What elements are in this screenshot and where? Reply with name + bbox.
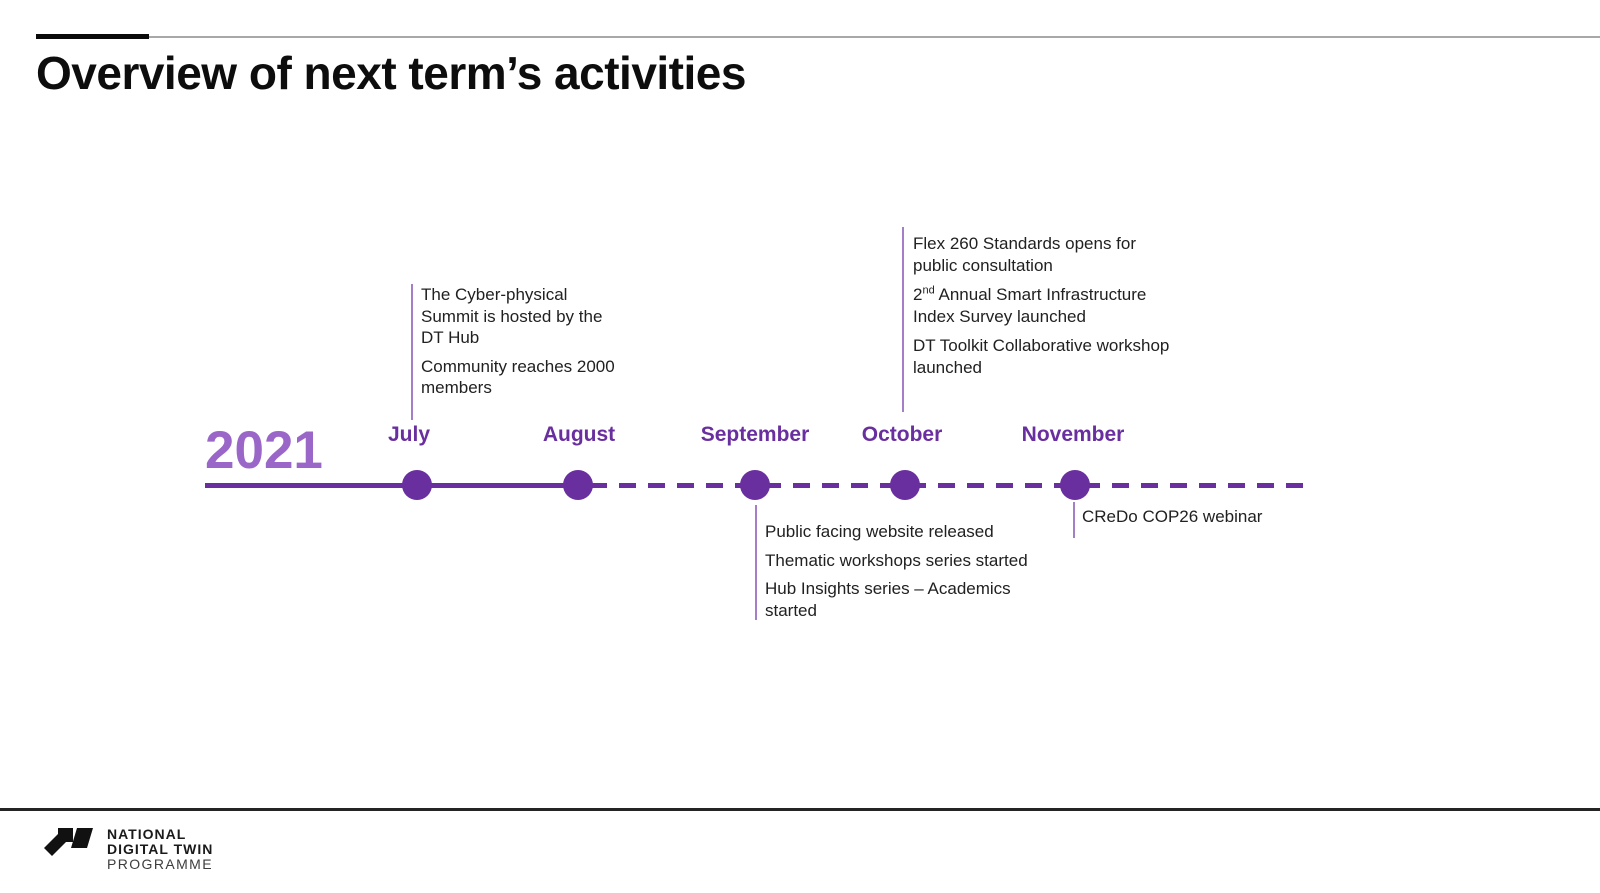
timeline-dot-august (563, 470, 593, 500)
timeline-dot-july (402, 470, 432, 500)
event-item: The Cyber-physical Summit is hosted by t… (421, 285, 603, 347)
month-label-september: September (700, 423, 810, 446)
timeline-line-dashed (590, 483, 1305, 488)
event-item: Community reaches 2000 members (421, 356, 615, 398)
event-group-july: The Cyber-physical Summit is hosted by t… (421, 284, 626, 399)
month-label-october: October (861, 423, 943, 446)
footer-divider (0, 808, 1600, 811)
leader-line-november (1073, 502, 1075, 538)
month-label-november: November (1021, 423, 1125, 446)
top-rule-accent (36, 34, 149, 39)
logo-line-digitaltwin: DIGITAL TWIN (107, 841, 214, 857)
month-label-july: July (387, 423, 431, 446)
event-item-text: Annual Smart Infrastructure Index Survey… (913, 285, 1147, 326)
timeline-dot-november (1060, 470, 1090, 500)
event-item: Flex 260 Standards opens for public cons… (913, 234, 1137, 275)
event-item: Public facing website released (765, 522, 994, 541)
event-item: DT Toolkit Collaborative workshop launch… (913, 336, 1170, 377)
event-item-ordinal-base: 2 (913, 285, 923, 304)
month-label-august: August (542, 423, 616, 446)
leader-line-july (411, 284, 413, 420)
event-item: 2nd Annual Smart Infrastructure Index Su… (913, 284, 1175, 327)
event-item: Hub Insights series – Academics started (765, 579, 1011, 620)
top-rule (36, 36, 1600, 38)
ndt-logo-text: NATIONAL DIGITAL TWIN PROGRAMME (107, 827, 213, 872)
timeline-dot-october (890, 470, 920, 500)
leader-line-october (902, 227, 904, 412)
event-item-ordinal-suffix: nd (922, 284, 935, 297)
event-group-october: Flex 260 Standards opens for public cons… (913, 233, 1175, 378)
ndt-logo-mark-icon (44, 828, 93, 856)
ndt-logo: NATIONAL DIGITAL TWIN PROGRAMME (44, 827, 213, 872)
event-item: Thematic workshops series started (765, 550, 1028, 570)
page-title: Overview of next term’s activities (36, 47, 746, 99)
logo-line-national: NATIONAL (107, 826, 187, 842)
timeline-year: 2021 (205, 421, 323, 480)
event-group-november: CReDo COP26 webinar (1082, 506, 1342, 528)
logo-line-programme: PROGRAMME (107, 856, 213, 872)
leader-line-september (755, 505, 757, 620)
event-item: CReDo COP26 webinar (1082, 507, 1263, 526)
event-group-september: Public facing website released Thematic … (765, 521, 1057, 621)
timeline-line-solid (205, 483, 578, 488)
timeline-dot-september (740, 470, 770, 500)
